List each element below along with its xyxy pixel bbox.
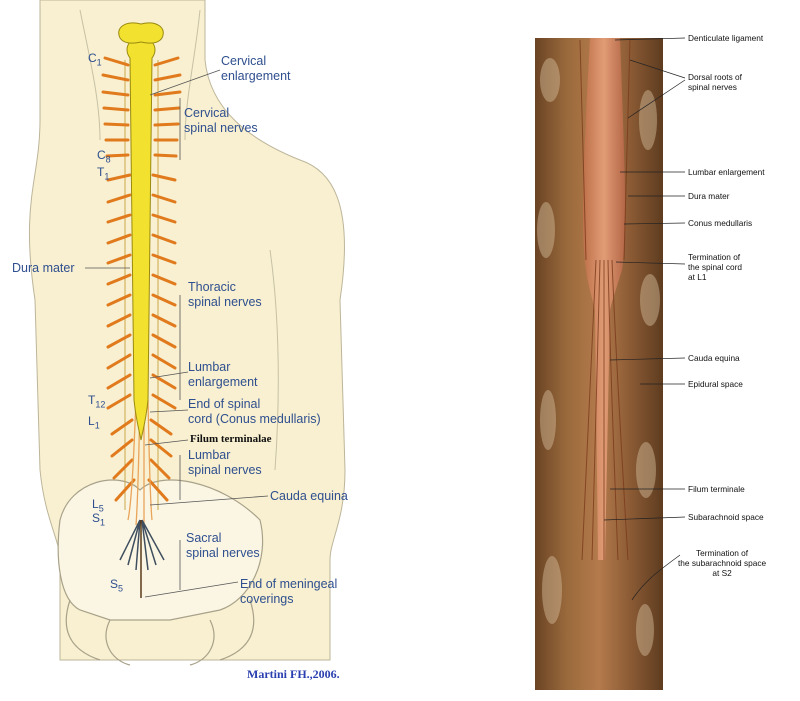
label-sacral-spinal-nerves: Sacral spinal nerves [186, 531, 260, 560]
label-cauda-equina: Cauda equina [270, 489, 348, 503]
spinal-nerves [101, 56, 182, 502]
label-filum-terminalae: Filum terminalae [190, 433, 272, 445]
label-lumbar-enlargement-photo: Lumbar enlargement [688, 167, 765, 177]
label-thoracic-spinal-nerves: Thoracic spinal nerves [188, 280, 262, 309]
label-lumbar-spinal-nerves: Lumbar spinal nerves [188, 448, 262, 477]
level-t1: T1 [97, 165, 110, 182]
label-filum-terminale: Filum terminale [688, 484, 745, 494]
spinal-cord-diagram: Cervical enlargement Cervical spinal ner… [0, 0, 380, 696]
label-cervical-spinal-nerves: Cervical spinal nerves [184, 106, 258, 135]
level-s5: S5 [110, 577, 124, 594]
label-dorsal-roots: Dorsal roots of spinal nerves [688, 72, 742, 92]
label-lumbar-enlargement: Lumbar enlargement [188, 360, 258, 389]
label-termination-subarachnoid: Termination of the subarachnoid space at… [678, 548, 767, 578]
level-c1: C1 [88, 51, 102, 68]
label-end-of-spinal-cord: End of spinal cord (Conus medullaris) [188, 397, 321, 426]
level-c8: C8 [97, 148, 111, 165]
label-cauda-equina-photo: Cauda equina [688, 353, 740, 363]
level-l5: L5 [92, 497, 104, 514]
label-end-of-meningeal-coverings: End of meningeal coverings [240, 577, 338, 606]
label-dura-mater-photo: Dura mater [688, 191, 730, 201]
level-t12: T12 [88, 393, 106, 410]
cadaver-photo-panel: Denticulate ligament Dorsal roots of spi… [520, 0, 800, 696]
label-conus-medullaris: Conus medullaris [688, 218, 753, 228]
figure-credit: Martini FH.,2006. [247, 667, 340, 681]
spinal-cord-illustration [28, 0, 346, 666]
level-l1: L1 [88, 414, 100, 431]
label-dura-mater: Dura mater [12, 261, 75, 275]
label-cervical-enlargement: Cervical enlargement [221, 54, 291, 83]
label-denticulate-ligament: Denticulate ligament [688, 33, 764, 43]
label-epidural-space: Epidural space [688, 379, 743, 389]
label-termination-spinal-cord: Termination of the spinal cord at L1 [688, 252, 742, 282]
cadaver-dissection-image [535, 37, 686, 690]
label-subarachnoid-space: Subarachnoid space [688, 512, 764, 522]
level-s1: S1 [92, 511, 106, 528]
